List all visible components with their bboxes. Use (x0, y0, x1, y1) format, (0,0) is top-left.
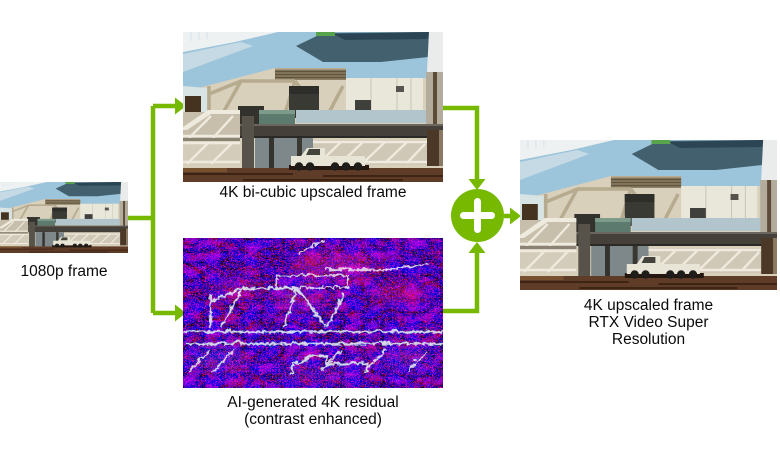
plus-symbol (460, 198, 495, 233)
arrow-input-branch (128, 103, 175, 316)
input-frame-image (0, 182, 128, 253)
output-label-line3: Resolution (611, 331, 686, 348)
arrow-residual-to-sum (443, 252, 480, 314)
output-label-line1: 4K upscaled frame (583, 297, 714, 314)
output-frame-node: 4K upscaled frame RTX Video Super Resolu… (520, 140, 777, 348)
residual-label-line2: (contrast enhanced) (244, 411, 382, 428)
input-frame-label: 1080p frame (20, 263, 108, 280)
output-frame-image (520, 140, 777, 290)
bicubic-frame-image (183, 32, 443, 182)
arrowhead-up-to-sum (468, 242, 486, 253)
residual-image (183, 238, 443, 388)
residual-label-line1: AI-generated 4K residual (227, 394, 399, 411)
residual-node: AI-generated 4K residual (contrast enhan… (183, 238, 443, 428)
arrow-bicubic-to-sum (443, 105, 480, 180)
bicubic-frame-label: 4K bi-cubic upscaled frame (219, 184, 407, 201)
input-frame-node: 1080p frame (0, 182, 128, 280)
output-label-line2: RTX Video Super (588, 314, 709, 331)
sum-operator (451, 189, 504, 242)
bicubic-frame-node: 4K bi-cubic upscaled frame (183, 32, 443, 201)
